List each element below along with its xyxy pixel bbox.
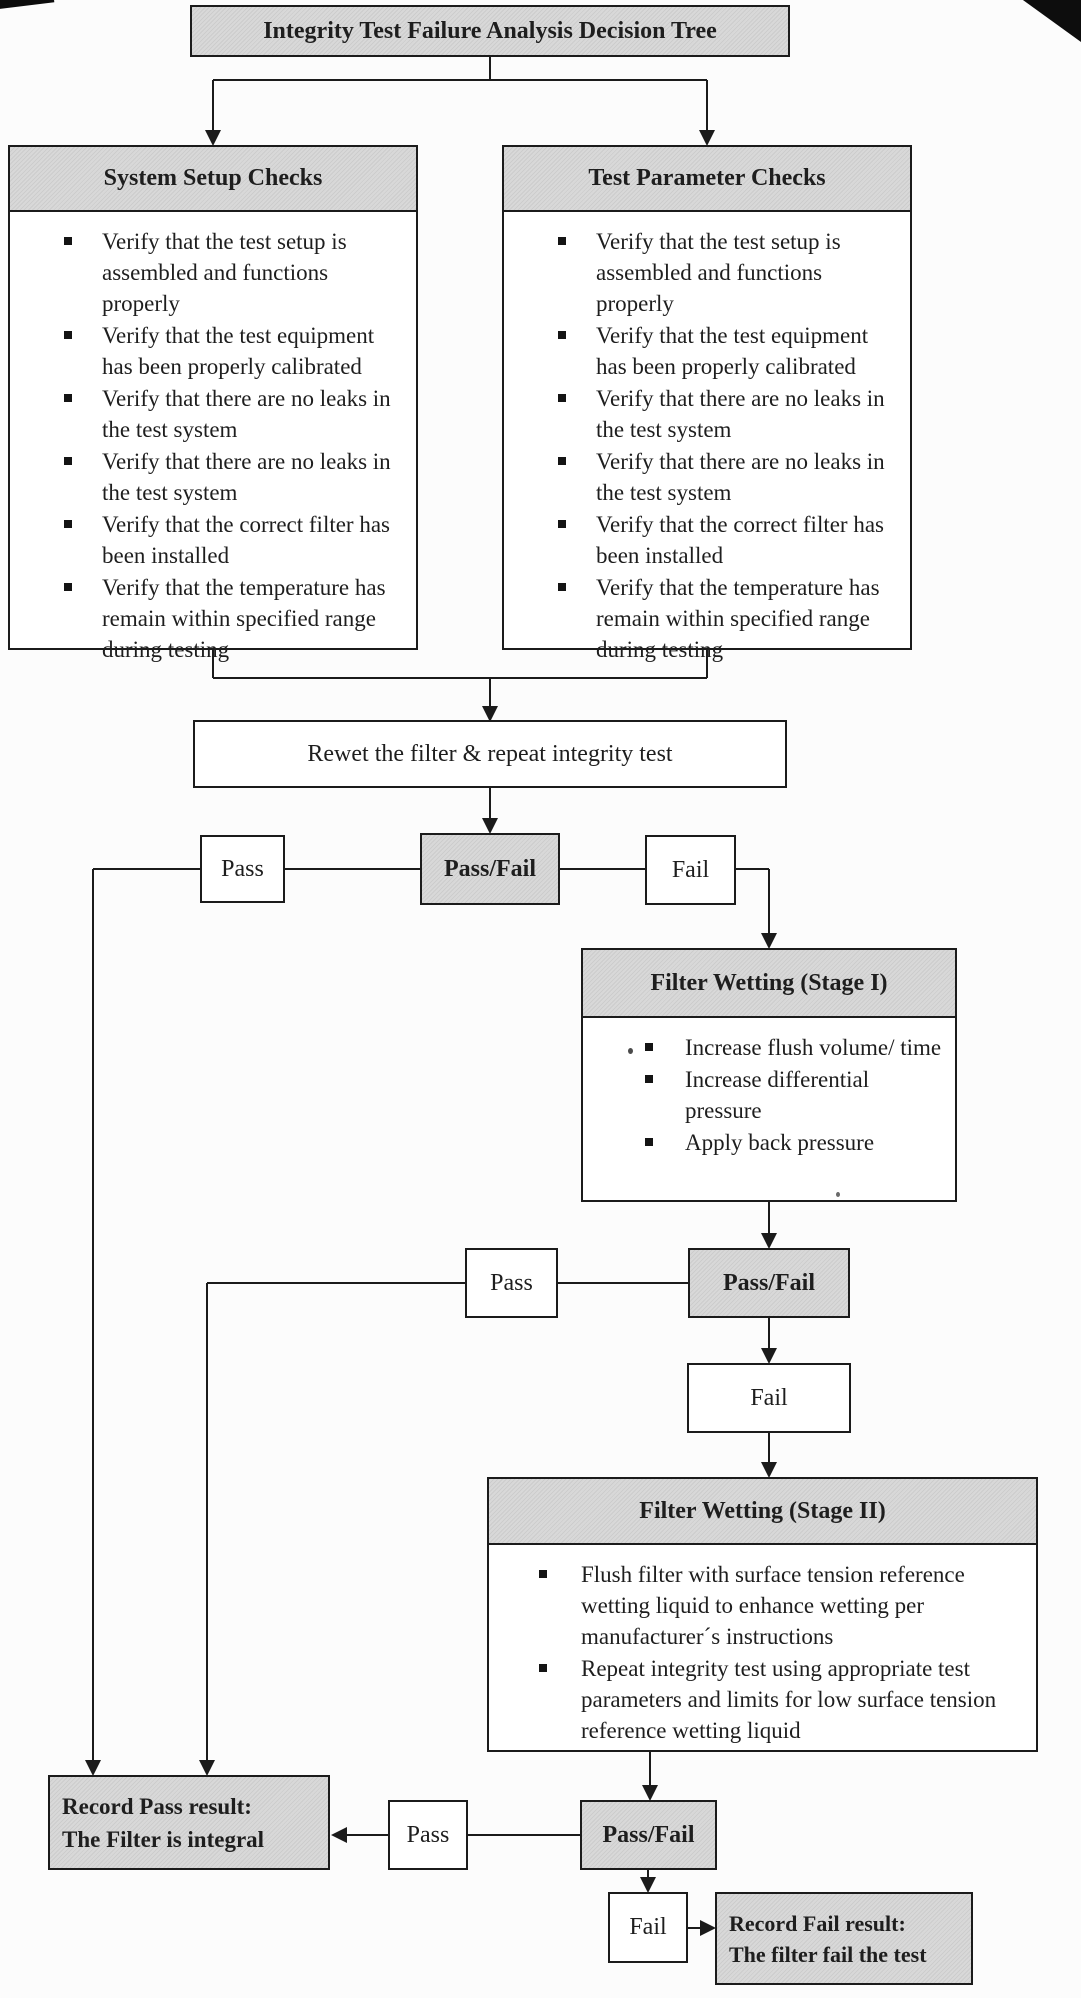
pass-fail-box-1: Pass/Fail — [420, 833, 560, 905]
pass-label: Pass — [221, 855, 264, 882]
arrow-left-icon — [331, 1827, 347, 1843]
arrow-down-icon — [761, 1348, 777, 1364]
list-item: Repeat integrity test using appropriate … — [537, 1653, 1016, 1746]
stage1-header: Filter Wetting (Stage I) — [583, 950, 955, 1018]
arrow-down-icon — [699, 130, 715, 146]
arrow-down-icon — [205, 130, 221, 146]
test-parameter-panel: Test Parameter Checks Verify that the te… — [502, 145, 912, 662]
list-item: Verify that the correct filter has been … — [556, 509, 904, 571]
stage1-title: Filter Wetting (Stage I) — [650, 969, 888, 996]
fail-label: Fail — [671, 856, 710, 883]
list-item: Flush filter with surface tension refere… — [537, 1559, 1016, 1652]
test-parameter-list: Verify that the test setup is assembled … — [504, 212, 910, 665]
pass-label: Pass — [406, 1821, 450, 1848]
list-item: Verify that the temperature has remain w… — [556, 572, 904, 665]
fail-box-1: Fail — [645, 835, 736, 905]
stage2-title: Filter Wetting (Stage II) — [639, 1497, 886, 1524]
scan-artifact — [836, 1192, 840, 1197]
list-item: Verify that there are no leaks in the te… — [62, 446, 410, 508]
arrow-down-icon — [85, 1760, 101, 1776]
list-item: Verify that the correct filter has been … — [62, 509, 410, 571]
system-setup-list: Verify that the test setup is assembled … — [10, 212, 416, 665]
pass-fail-box-2: Pass/Fail — [688, 1248, 850, 1318]
list-item: Verify that there are no leaks in the te… — [62, 383, 410, 445]
arrow-down-icon — [761, 1233, 777, 1249]
list-item: Verify that the test equipment has been … — [556, 320, 904, 382]
arrow-down-icon — [642, 1785, 658, 1801]
arrow-down-icon — [761, 933, 777, 949]
pass-fail-label: Pass/Fail — [602, 1821, 695, 1848]
rewet-box: Rewet the filter & repeat integrity test — [193, 720, 787, 788]
arrow-down-icon — [199, 1760, 215, 1776]
pass-fail-label: Pass/Fail — [722, 1269, 815, 1296]
title-box: Integrity Test Failure Analysis Decision… — [190, 5, 790, 57]
list-item: Apply back pressure — [643, 1127, 949, 1158]
record-pass-box: Record Pass result: The Filter is integr… — [48, 1775, 330, 1870]
filter-wetting-stage1-panel: Filter Wetting (Stage I) Increase flush … — [581, 948, 957, 1202]
system-setup-title: System Setup Checks — [103, 165, 323, 191]
scan-artifact — [628, 1048, 633, 1054]
pass-box-2: Pass — [465, 1248, 558, 1318]
arrow-down-icon — [761, 1462, 777, 1478]
pass-box-1: Pass — [200, 835, 285, 903]
list-item: Verify that the test equipment has been … — [62, 320, 410, 382]
filter-wetting-stage2-panel: Filter Wetting (Stage II) Flush filter w… — [487, 1477, 1038, 1752]
record-pass-line2: The Filter is integral — [62, 1826, 265, 1852]
list-item: Verify that the test setup is assembled … — [556, 226, 904, 319]
fail-box-2: Fail — [687, 1363, 851, 1433]
arrow-right-icon — [700, 1920, 716, 1936]
fail-box-3: Fail — [608, 1892, 688, 1963]
record-fail-box: Record Fail result: The filter fail the … — [715, 1892, 973, 1985]
fail-label: Fail — [629, 1914, 667, 1940]
stage2-header: Filter Wetting (Stage II) — [489, 1479, 1036, 1545]
list-item: Increase differential pressure — [643, 1064, 949, 1126]
system-setup-panel: System Setup Checks Verify that the test… — [8, 145, 418, 662]
list-item: Verify that the temperature has remain w… — [62, 572, 410, 665]
stage1-list: Increase flush volume/ time Increase dif… — [583, 1018, 955, 1158]
list-item: Verify that there are no leaks in the te… — [556, 383, 904, 445]
pass-fail-label: Pass/Fail — [443, 855, 536, 882]
scan-artifact — [0, 0, 55, 10]
pass-box-3: Pass — [388, 1800, 468, 1870]
list-item: Verify that there are no leaks in the te… — [556, 446, 904, 508]
record-fail-line2: The filter fail the test — [729, 1941, 927, 1967]
stage2-list: Flush filter with surface tension refere… — [489, 1545, 1036, 1746]
rewet-label: Rewet the filter & repeat integrity test — [307, 740, 673, 767]
record-fail-line1: Record Fail result: — [729, 1910, 906, 1936]
list-item: Verify that the test setup is assembled … — [62, 226, 410, 319]
scan-artifact — [1022, 0, 1081, 42]
pass-fail-box-3: Pass/Fail — [580, 1800, 717, 1870]
test-parameter-title: Test Parameter Checks — [588, 165, 826, 191]
pass-label: Pass — [490, 1269, 533, 1296]
arrow-down-icon — [640, 1877, 656, 1893]
arrow-down-icon — [482, 818, 498, 834]
diagram-title: Integrity Test Failure Analysis Decision… — [263, 17, 717, 44]
record-pass-line1: Record Pass result: — [62, 1793, 252, 1819]
test-parameter-header: Test Parameter Checks — [504, 147, 910, 212]
system-setup-header: System Setup Checks — [10, 147, 416, 212]
fail-label: Fail — [750, 1384, 788, 1411]
list-item: Increase flush volume/ time — [643, 1032, 949, 1063]
